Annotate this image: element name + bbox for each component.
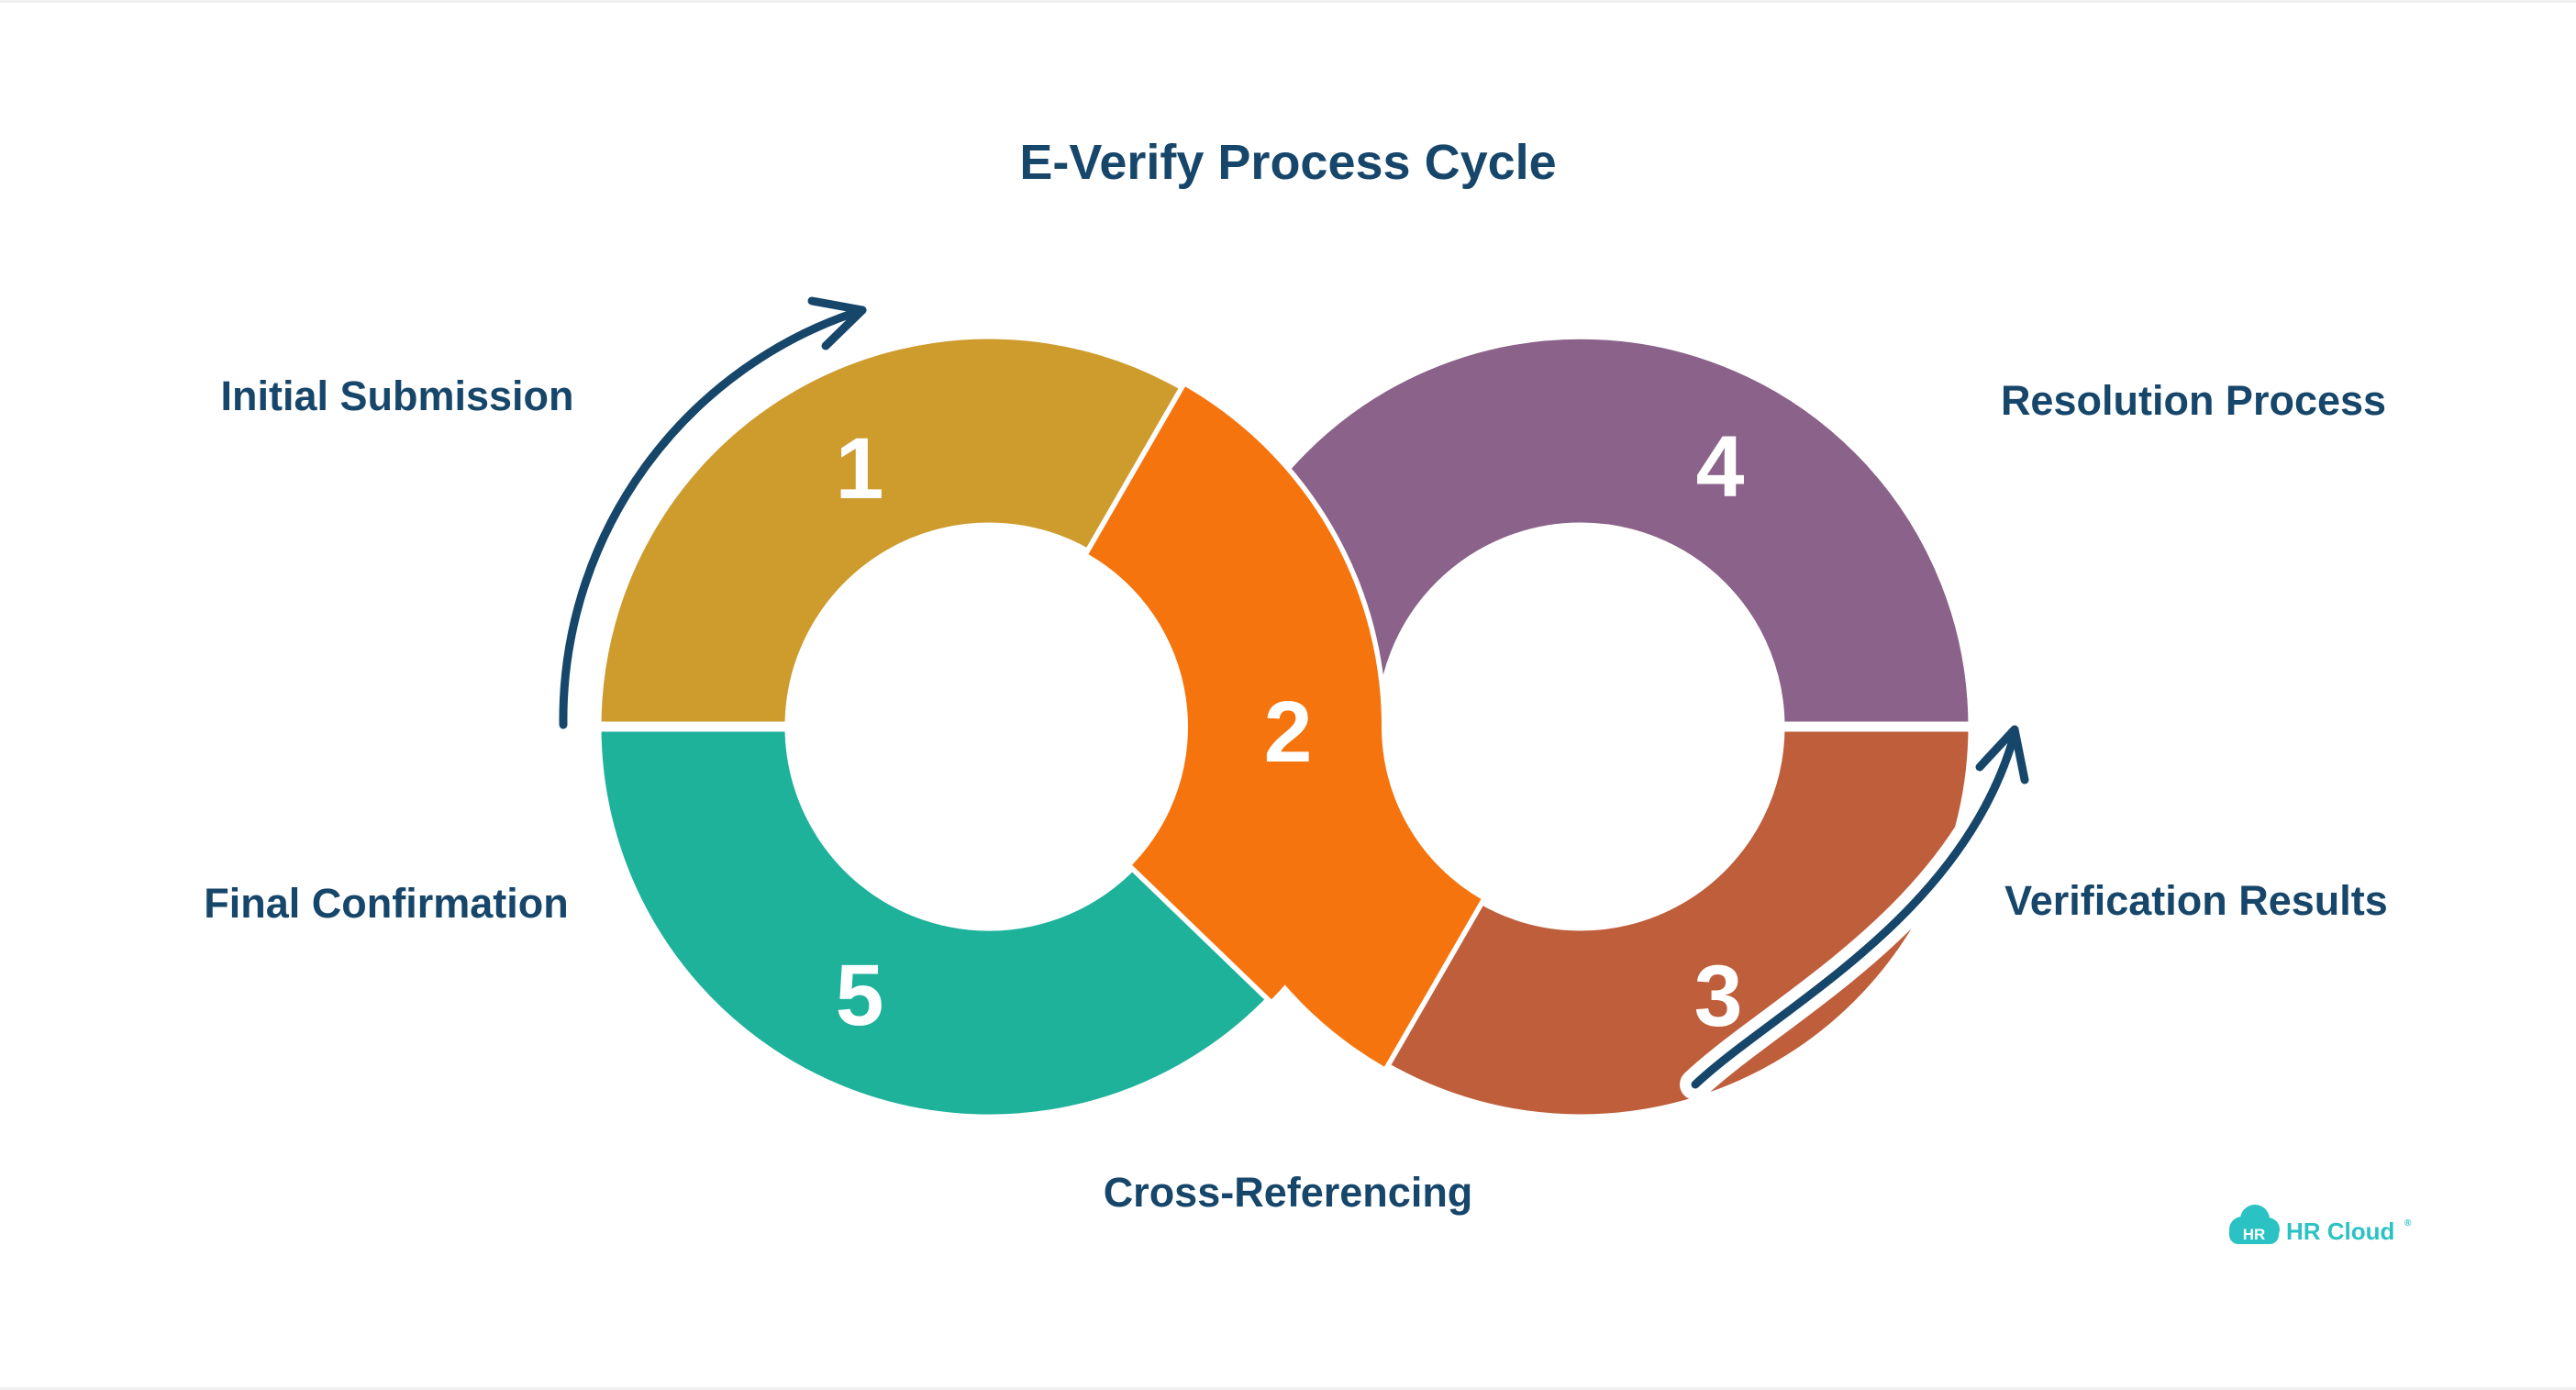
segment-5-final-arc xyxy=(591,721,1277,1125)
label-initial-submission: Initial Submission xyxy=(220,373,573,419)
page-title: E-Verify Process Cycle xyxy=(1019,135,1556,190)
arrow-head-icon xyxy=(1975,725,2029,784)
cloud-icon: HR xyxy=(2229,1205,2280,1244)
bottom-edge-line xyxy=(0,1387,2576,1390)
logo-registered-mark: ® xyxy=(2404,1218,2412,1229)
label-verification-results: Verification Results xyxy=(2004,877,2388,924)
step-number-2: 2 xyxy=(1264,684,1313,781)
cycle-arrow-top-left xyxy=(547,295,878,740)
segment-3-verification-arc xyxy=(1379,721,1979,1125)
hr-cloud-logo: HR HR Cloud ® xyxy=(2229,1205,2412,1245)
logo-wordmark: HR Cloud xyxy=(2286,1218,2394,1245)
segment-1-initial-arc xyxy=(591,328,1191,732)
arrow-curve xyxy=(1691,729,2019,1089)
label-final-confirmation: Final Confirmation xyxy=(204,880,569,927)
step-number-4: 4 xyxy=(1696,418,1745,516)
step-number-1: 1 xyxy=(836,420,884,517)
logo-badge-text: HR xyxy=(2243,1226,2266,1243)
step-number-3: 3 xyxy=(1694,948,1743,1045)
cycle-arrow-bottom-right xyxy=(1680,718,2030,1100)
cloud-base xyxy=(2229,1224,2279,1244)
step-number-5: 5 xyxy=(836,947,884,1044)
label-resolution-process: Resolution Process xyxy=(2001,377,2386,424)
segment-2-cross-arc-right-refill xyxy=(1188,727,1482,1067)
top-edge-line xyxy=(0,0,2576,3)
segment-4-resolution-arc xyxy=(1183,328,1979,732)
arrow-curve xyxy=(559,306,867,729)
arrow-head-icon xyxy=(807,296,867,350)
label-cross-referencing: Cross-Referencing xyxy=(1104,1169,1473,1216)
